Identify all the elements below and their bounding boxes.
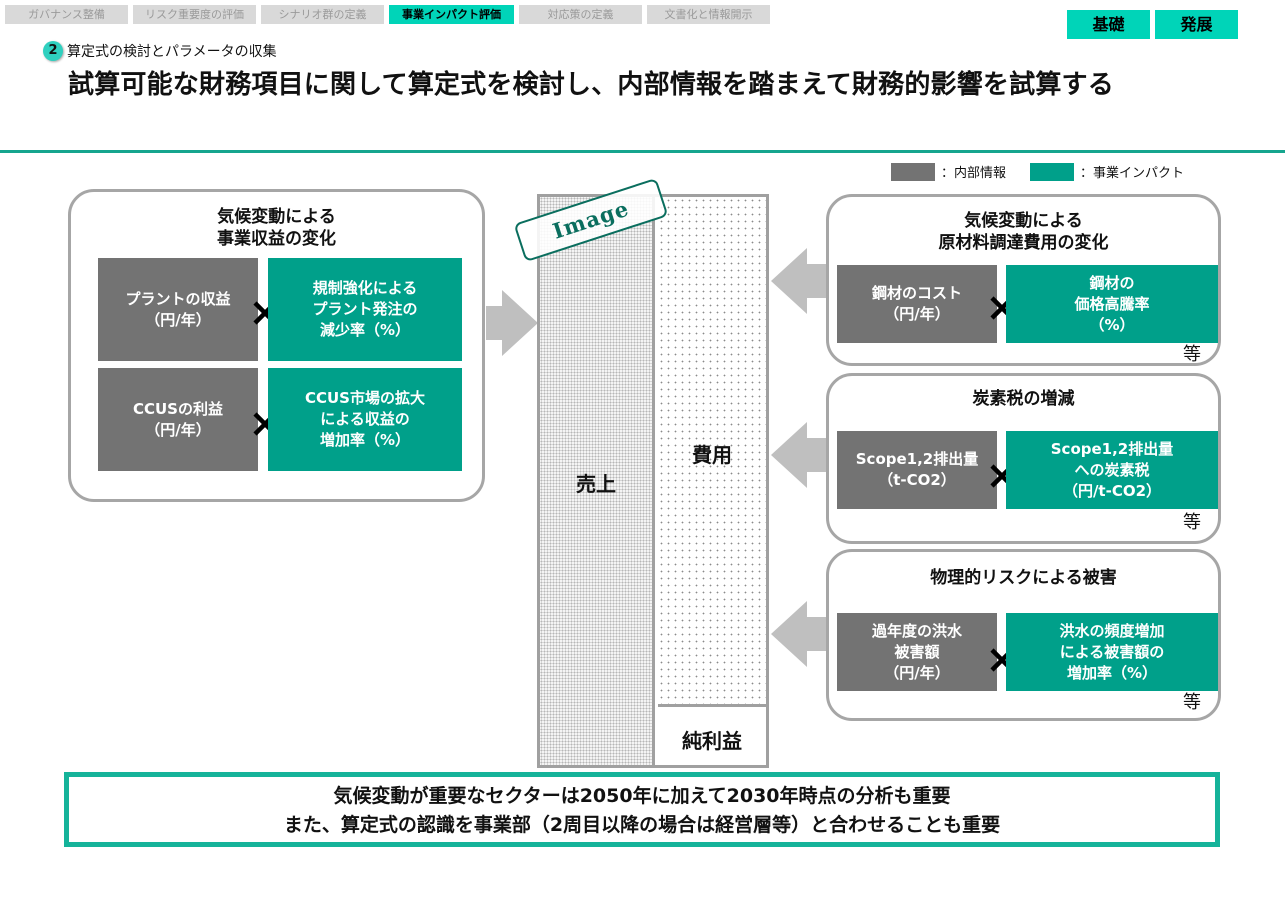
etc-label: 等 xyxy=(1183,344,1201,365)
tab-countermeasures[interactable]: 対応策の定義 xyxy=(519,5,642,24)
panel-title: 気候変動による 事業収益の変化 xyxy=(217,207,336,249)
sales-label: 売上 xyxy=(576,472,616,496)
cost-label: 費用 xyxy=(692,443,732,467)
plant-revenue-cell: プラントの収益 （円/年） xyxy=(98,258,258,361)
step-indicator: 2 算定式の検討とパラメータの収集 xyxy=(43,41,277,61)
steel-cost-cell: 鋼材のコスト （円/年） xyxy=(837,265,997,343)
arrow-left-icon xyxy=(771,248,829,314)
order-decline-rate-cell: 規制強化による プラント発注の 減少率（%） xyxy=(268,258,462,361)
net-profit-label: 純利益 xyxy=(682,729,742,753)
sales-bar: 売上 xyxy=(540,197,655,765)
pl-diagram: 売上 費用 純利益 xyxy=(537,194,769,768)
legend-swatch-impact xyxy=(1030,162,1075,181)
legend: ：内部情報 ：事業インパクト xyxy=(891,162,1208,181)
key-message-line-2: また、算定式の認識を事業部（2周目以降の場合は経営層等）と合わせることも重要 xyxy=(283,814,1001,836)
flood-damage-cell: 過年度の洪水 被害額 （円/年） xyxy=(837,613,997,691)
tab-business-impact[interactable]: 事業インパクト評価 xyxy=(389,5,514,24)
key-message-box: 気候変動が重要なセクターは2050年に加えて2030年時点の分析も重要 また、算… xyxy=(64,772,1220,847)
legend-label-impact: ：事業インパクト xyxy=(1080,166,1185,181)
key-message-line-1: 気候変動が重要なセクターは2050年に加えて2030年時点の分析も重要 xyxy=(333,785,951,807)
level-basic-button[interactable]: 基礎 xyxy=(1067,10,1150,39)
etc-label: 等 xyxy=(1183,692,1201,713)
tab-governance[interactable]: ガバナンス整備 xyxy=(5,5,128,24)
panel-title: 炭素税の増減 xyxy=(972,389,1075,409)
step-label: 算定式の検討とパラメータの収集 xyxy=(67,44,277,60)
panel-title: 気候変動による 原材料調達費用の変化 xyxy=(938,211,1109,253)
legend-swatch-internal xyxy=(891,162,935,181)
carbon-tax-rate-cell: Scope1,2排出量 への炭素税 （円/t-CO2） xyxy=(1006,431,1218,509)
tab-risk-assessment[interactable]: リスク重要度の評価 xyxy=(133,5,256,24)
steel-price-rate-cell: 鋼材の 価格高騰率 （%） xyxy=(1006,265,1218,343)
net-profit-bar: 純利益 xyxy=(658,710,766,765)
process-nav: ガバナンス整備 リスク重要度の評価 シナリオ群の定義 事業インパクト評価 対応策… xyxy=(5,5,770,24)
carbon-tax-panel: 炭素税の増減 Scope1,2排出量 （t-CO2） Scope1,2排出量 へ… xyxy=(826,373,1221,544)
tab-scenario-definition[interactable]: シナリオ群の定義 xyxy=(261,5,384,24)
material-cost-panel: 気候変動による 原材料調達費用の変化 鋼材のコスト （円/年） 鋼材の 価格高騰… xyxy=(826,194,1221,366)
flood-increase-rate-cell: 洪水の頻度増加 による被害額の 増加率（%） xyxy=(1006,613,1218,691)
level-advanced-button[interactable]: 発展 xyxy=(1155,10,1238,39)
arrow-right-icon xyxy=(486,290,538,356)
level-toggle: 基礎 発展 xyxy=(1067,10,1238,39)
legend-label-internal: ：内部情報 xyxy=(941,166,1007,181)
ccus-profit-cell: CCUSの利益 （円/年） xyxy=(98,368,258,471)
tab-disclosure[interactable]: 文書化と情報開示 xyxy=(647,5,770,24)
arrow-left-icon xyxy=(771,422,829,488)
step-number-badge: 2 xyxy=(43,41,63,61)
revenue-change-panel: 気候変動による 事業収益の変化 プラントの収益 （円/年） 規制強化による プラ… xyxy=(68,189,485,502)
title-divider xyxy=(0,150,1285,153)
arrow-left-icon xyxy=(771,601,829,667)
ccus-growth-rate-cell: CCUS市場の拡大 による収益の 増加率（%） xyxy=(268,368,462,471)
physical-risk-panel: 物理的リスクによる被害 過年度の洪水 被害額 （円/年） 洪水の頻度増加 による… xyxy=(826,549,1221,721)
panel-title: 物理的リスクによる被害 xyxy=(930,568,1117,588)
cost-bar: 費用 xyxy=(658,197,766,707)
page-title: 試算可能な財務項目に関して算定式を検討し、内部情報を踏まえて財務的影響を試算する xyxy=(68,70,1114,100)
emissions-cell: Scope1,2排出量 （t-CO2） xyxy=(837,431,997,509)
etc-label: 等 xyxy=(1183,512,1201,533)
